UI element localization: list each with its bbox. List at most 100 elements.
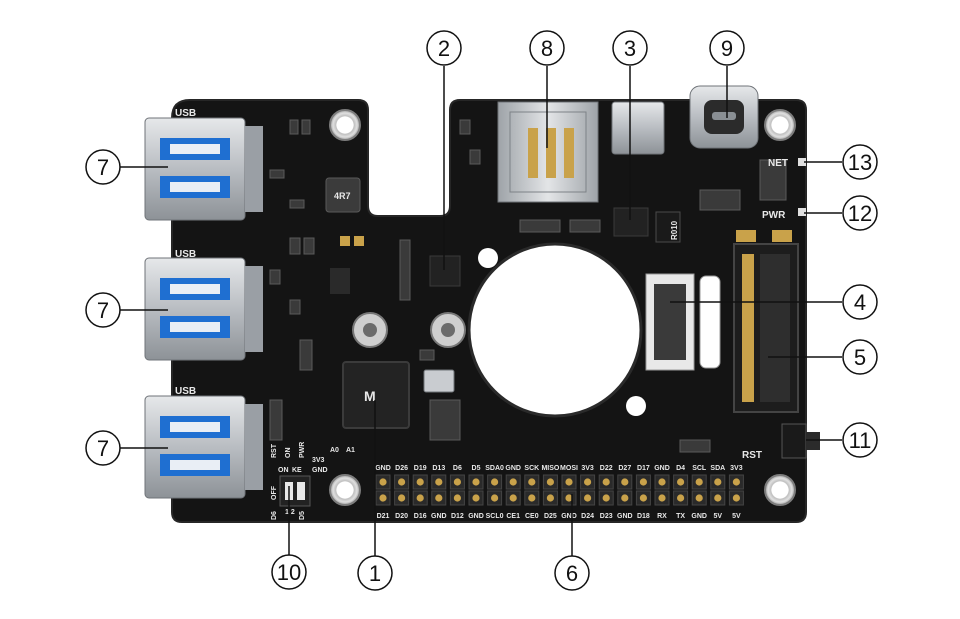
gpio-pin (491, 478, 499, 486)
m2-slot (733, 243, 799, 413)
gpio-bottom-label: GND (431, 513, 447, 520)
dip-on2-label: ON (285, 448, 292, 459)
gpio-pin (732, 494, 741, 502)
gpio-pin (714, 478, 722, 486)
usb-c-port (689, 85, 759, 149)
gpio-bottom-label: D25 (544, 513, 557, 520)
callout-7-middle: 7 (85, 292, 121, 328)
gpio-bottom-label: D18 (637, 513, 650, 520)
gpio-header (375, 474, 744, 506)
svg-text:5: 5 (854, 345, 866, 370)
a0-label: A0 (330, 447, 339, 454)
chip-3 (613, 207, 649, 237)
callout-12: 12 (842, 195, 878, 231)
gpio-top-label: SDA0 (485, 465, 504, 472)
gpio-pin (416, 478, 424, 486)
main-chip: M (342, 361, 410, 429)
gpio-top-label: D13 (432, 465, 445, 472)
gpio-bottom-label: D12 (451, 513, 464, 520)
usb-port-2 (144, 257, 263, 361)
gpio-top-label: SCL (692, 465, 707, 472)
callout-11: 11 (842, 422, 878, 458)
v33-label: 3V3 (312, 457, 325, 464)
svg-text:2: 2 (438, 36, 450, 61)
svg-text:1: 1 (369, 561, 381, 586)
net-led (798, 158, 806, 166)
gpio-pin (602, 494, 610, 502)
inductor: 4R7 (325, 177, 361, 213)
rst-label: RST (742, 450, 762, 461)
usb-label-2: USB (175, 249, 196, 260)
callout-8: 8 (529, 30, 565, 66)
gpio-top-label: SDA (710, 465, 725, 472)
gpio-pin (658, 494, 666, 502)
dip-d5-label: D5 (299, 511, 306, 520)
gpio-pin (379, 478, 387, 486)
gpio-top-label: D22 (600, 465, 613, 472)
gpio-pin (565, 494, 573, 502)
gpio-top-label: SCK (524, 465, 539, 472)
gpio-bottom-label: CE0 (525, 513, 539, 520)
dip-on-label: ON (278, 467, 289, 474)
gpio-pin (565, 478, 573, 486)
crystal (423, 369, 455, 393)
svg-text:8: 8 (541, 36, 553, 61)
gpio-bottom-label: GND (468, 513, 484, 520)
gpio-pin (509, 494, 517, 502)
gpio-pin (453, 494, 461, 502)
mounting-holes (329, 109, 796, 506)
gpio-bottom-label: D20 (395, 513, 408, 520)
gpio-bottom-label: D23 (600, 513, 613, 520)
cutout-small-hole-top (478, 248, 498, 268)
svg-text:11: 11 (849, 428, 872, 453)
gpio-bottom-label: D16 (414, 513, 427, 520)
callout-6: 6 (554, 555, 590, 591)
gpio-pin (621, 478, 629, 486)
callout-lines (120, 66, 842, 556)
dip-rst-label: RST (271, 443, 278, 458)
gpio-bottom-label: SCL0 (486, 513, 504, 520)
gpio-pin (435, 478, 443, 486)
gpio-pin (695, 494, 703, 502)
dip-switch (279, 475, 311, 507)
gpio-pin (695, 478, 703, 486)
callout-5: 5 (842, 339, 878, 375)
gpio-pin (639, 478, 648, 486)
gpio-pin (472, 478, 480, 486)
gpio-pin (714, 494, 722, 502)
gpio-bottom-label: D24 (581, 513, 594, 520)
gpio-bottom-label: GND (561, 513, 577, 520)
gpio-pin (677, 478, 685, 486)
usb-port-1 (144, 117, 263, 221)
net-label: NET (768, 158, 788, 169)
gpio-top-label: D19 (414, 465, 427, 472)
svg-text:12: 12 (848, 201, 872, 226)
usb-label-1: USB (175, 108, 196, 119)
center-cutout (467, 242, 643, 418)
sim-card-slot (497, 101, 599, 203)
callout-7-bottom: 7 (85, 430, 121, 466)
gpio-top-label: D27 (618, 465, 631, 472)
svg-text:10: 10 (277, 560, 301, 585)
callout-10: 10 (271, 554, 307, 590)
gpio-pin (398, 494, 406, 502)
gpio-pin (677, 494, 685, 502)
chip-2 (429, 255, 461, 287)
gpio-top-label: 3V3 (730, 465, 743, 472)
svg-text:7: 7 (97, 436, 109, 461)
power-component (611, 101, 665, 155)
gpio-top-label: MOSI (560, 465, 578, 472)
svg-text:4: 4 (854, 290, 866, 315)
gpio-bottom-label: CE1 (506, 513, 520, 520)
gpio-pin (546, 494, 555, 502)
gnd-label: GND (312, 467, 328, 474)
gpio-bottom-label: GND (691, 513, 707, 520)
callout-3: 3 (612, 30, 648, 66)
a1-label: A1 (346, 447, 355, 454)
callout-2: 2 (426, 30, 462, 66)
gpio-pin (528, 478, 536, 486)
callout-13: 13 (842, 144, 878, 180)
gpio-top-label: GND (505, 465, 521, 472)
